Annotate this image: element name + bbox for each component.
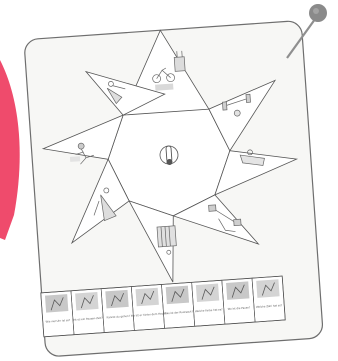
strip-cell-picture bbox=[226, 281, 249, 300]
strip-cell-picture bbox=[105, 290, 128, 309]
strip-cell-picture bbox=[196, 284, 219, 303]
strip-cell-picture bbox=[136, 288, 159, 307]
strip-cell-picture bbox=[75, 292, 98, 311]
strip-cell-picture bbox=[45, 294, 68, 313]
strip-cell-picture bbox=[256, 279, 279, 298]
strip-cell-picture bbox=[166, 286, 189, 305]
